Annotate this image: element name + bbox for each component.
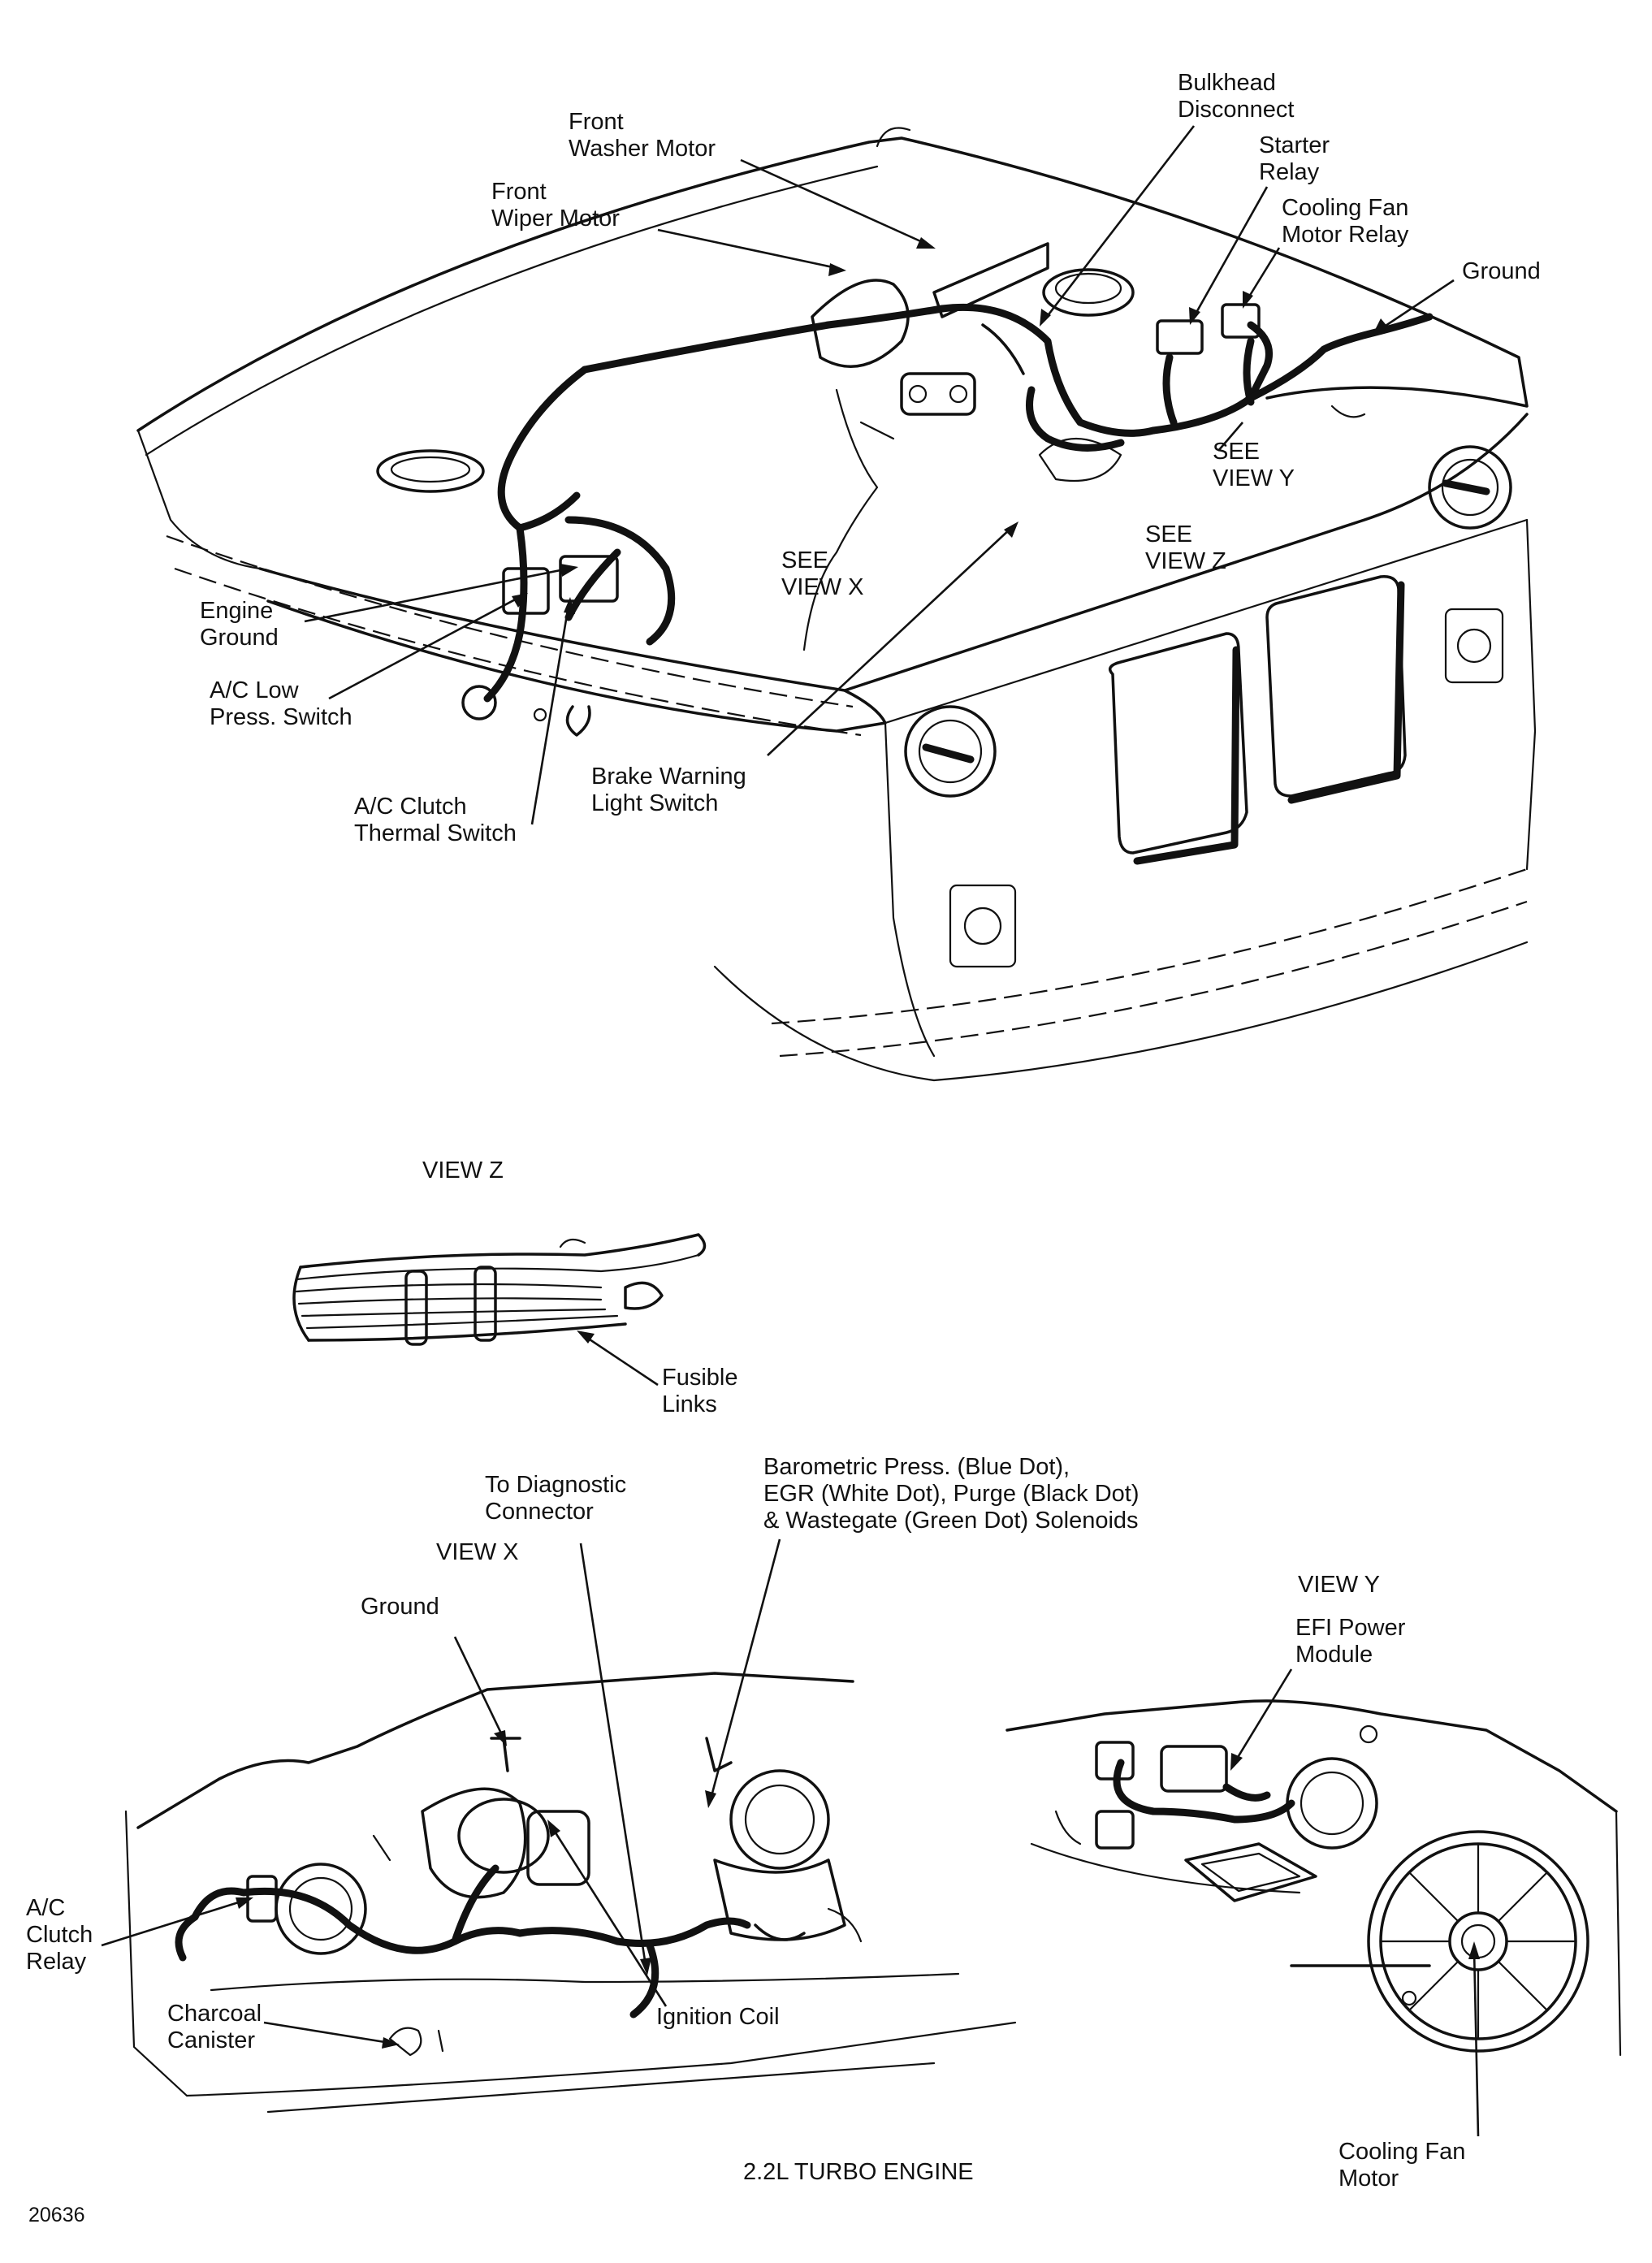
solenoids-label: Barometric Press. (Blue Dot), EGR (White… [763,1454,1140,1534]
bulkhead-disconnect-label: Bulkhead Disconnect [1178,70,1295,123]
view-z-fusible-links-illustration [292,1233,707,1387]
starter-relay-label: Starter Relay [1259,132,1330,185]
main-view-leader-lines [304,125,1455,825]
front-wiper-motor-label: Front Wiper Motor [491,179,620,231]
ac-low-press-switch-label: A/C Low Press. Switch [210,677,352,730]
view-y-illustration [1005,1668,1622,2137]
ignition-coil-label: Ignition Coil [656,2004,780,2030]
figure-number: 20636 [28,2204,85,2226]
main-vehicle-illustration [136,127,1537,1082]
view-y-title: VIEW Y [1298,1572,1380,1598]
ground-label-view-x: Ground [361,1594,439,1620]
ground-label-main: Ground [1462,258,1541,284]
ac-clutch-thermal-switch-label: A/C Clutch Thermal Switch [354,794,517,846]
view-x-title: VIEW X [436,1539,519,1565]
engine-ground-label: Engine Ground [200,598,279,651]
see-view-x-label: SEE VIEW X [781,547,864,600]
see-view-y-label: SEE VIEW Y [1213,439,1295,491]
charcoal-canister-label: Charcoal Canister [167,2001,262,2053]
figure-caption: 2.2L TURBO ENGINE [743,2159,974,2185]
cooling-fan-motor-label: Cooling Fan Motor [1338,2139,1466,2192]
cooling-fan-motor-relay-label: Cooling Fan Motor Relay [1282,195,1409,248]
view-x-illustration [101,1538,1017,2114]
view-z-title: VIEW Z [422,1157,504,1183]
to-diagnostic-connector-label: To Diagnostic Connector [485,1472,627,1525]
front-washer-motor-label: Front Washer Motor [569,109,716,162]
efi-power-module-label: EFI Power Module [1295,1615,1406,1668]
ac-clutch-relay-label: A/C Clutch Relay [26,1895,93,1975]
see-view-z-label: SEE VIEW Z [1145,521,1226,574]
fusible-links-label: Fusible Links [662,1365,738,1417]
brake-warning-light-switch-label: Brake Warning Light Switch [591,764,746,816]
